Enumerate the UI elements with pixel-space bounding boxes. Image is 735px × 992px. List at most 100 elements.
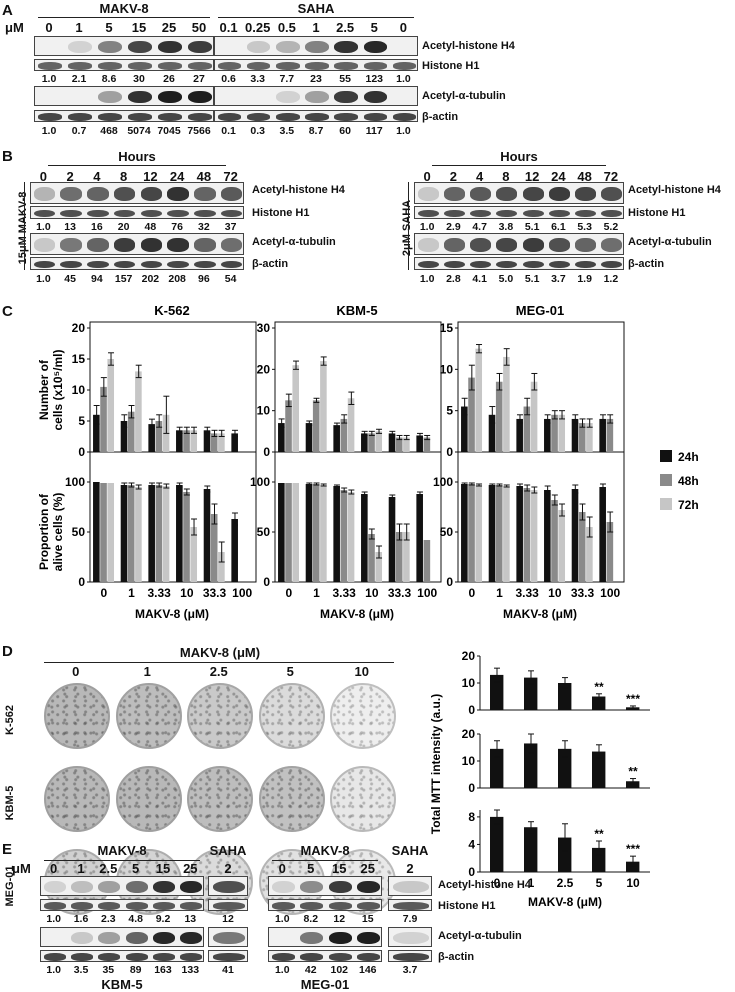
group-title-1: SAHA: [297, 1, 335, 16]
actin-value: 1.2: [603, 273, 619, 285]
h1-value: 15: [361, 913, 374, 925]
band: [113, 238, 136, 252]
band: [153, 902, 175, 910]
bar: [592, 696, 606, 710]
group-title-0: MAKV-8: [99, 1, 149, 16]
legend-swatch: [660, 474, 672, 486]
y-tick-label: 0: [263, 575, 270, 589]
bar: [599, 487, 606, 582]
x-axis-title: MAKV-8 (μM): [135, 607, 209, 621]
culture-dish: [187, 683, 253, 749]
significance-mark: **: [628, 765, 638, 779]
band: [305, 91, 329, 103]
bar: [495, 485, 503, 582]
band: [33, 187, 56, 201]
actin-value: 35: [102, 964, 115, 976]
bar: [231, 433, 238, 452]
h1-value: 27: [193, 73, 205, 85]
row-label: K-562: [4, 705, 16, 735]
blot-acetyl-h4: [414, 182, 624, 204]
actin-value: 0.7: [71, 125, 87, 137]
band: [43, 953, 66, 961]
significance-mark: ***: [626, 842, 640, 856]
bar: [475, 485, 483, 582]
bar: [403, 437, 410, 452]
bar: [176, 485, 183, 582]
band: [271, 953, 295, 961]
band: [300, 902, 324, 910]
y-tick-label: 0: [468, 703, 475, 717]
blot-acetyl-h4: [214, 36, 418, 56]
x-tick-label: 100: [600, 586, 620, 600]
y-tick-label: 100: [433, 475, 453, 489]
band: [38, 113, 62, 121]
band: [113, 209, 136, 218]
side-label-right: 2μM SAHA: [401, 199, 413, 257]
bar: [395, 532, 403, 582]
band: [188, 91, 212, 103]
blot-acetyl-tubulin: [40, 927, 204, 947]
lane-label: 25: [161, 20, 177, 35]
band: [140, 260, 163, 269]
conc-label: 2.5: [209, 664, 228, 679]
x-tick-label: 10: [548, 586, 562, 600]
band: [220, 187, 243, 201]
hour-label: 8: [120, 169, 128, 184]
x-tick-label: 10: [626, 876, 640, 890]
bar: [530, 381, 538, 452]
band: [194, 209, 216, 218]
h1-value: 1.0: [274, 913, 290, 925]
blot-histone-h1: [34, 59, 214, 71]
y-tick-label: 10: [257, 404, 271, 418]
y-tick-label: 10: [462, 676, 476, 690]
blot-histone-h1: [30, 206, 244, 219]
x-axis-title: MAKV-8 (μM): [503, 607, 577, 621]
band: [220, 238, 243, 252]
x-tick-label: 1: [313, 586, 320, 600]
x-tick-label: 1: [528, 876, 535, 890]
lane-label: 25: [183, 861, 198, 876]
hour-label: 8: [502, 169, 510, 184]
band: [180, 881, 203, 893]
band: [194, 187, 216, 201]
band: [470, 187, 492, 201]
lane-label: 0: [278, 861, 286, 876]
band: [300, 953, 324, 961]
lane-label: 50: [191, 20, 207, 35]
h1-value: 5.2: [603, 221, 619, 233]
band: [60, 260, 82, 269]
side-bracket: [24, 182, 25, 270]
bar: [183, 430, 190, 452]
conc-label: 10: [354, 664, 369, 679]
lane-label: 15: [131, 20, 147, 35]
band: [443, 260, 465, 269]
unit-label: μM: [12, 861, 31, 876]
lane-label: 0: [50, 861, 58, 876]
band: [271, 902, 295, 910]
h1-value: 8.6: [101, 73, 117, 85]
band: [496, 209, 518, 218]
bar: [107, 359, 115, 452]
legend-label: 24h: [678, 450, 699, 464]
y-axis-title-bottom-2: alive cells (%): [51, 493, 65, 572]
band: [271, 881, 295, 893]
hour-label: 72: [603, 169, 619, 184]
bar: [93, 414, 100, 452]
significance-mark: **: [594, 680, 604, 694]
bar: [388, 433, 396, 452]
actin-value: 133: [181, 964, 200, 976]
band: [71, 881, 93, 893]
hour-label: 0: [423, 169, 431, 184]
h1-value: 2.9: [446, 221, 461, 233]
band: [194, 260, 216, 269]
actin-value: 89: [129, 964, 142, 976]
cell-line-label: KBM-5: [101, 977, 143, 992]
band: [167, 187, 189, 201]
bar: [503, 356, 510, 452]
bar: [340, 490, 348, 582]
blot-label: Acetyl-α-tubulin: [628, 236, 712, 248]
y-tick-label: 10: [72, 383, 86, 397]
lane-label: 2: [224, 861, 232, 876]
bar: [403, 532, 410, 582]
band: [71, 953, 93, 961]
